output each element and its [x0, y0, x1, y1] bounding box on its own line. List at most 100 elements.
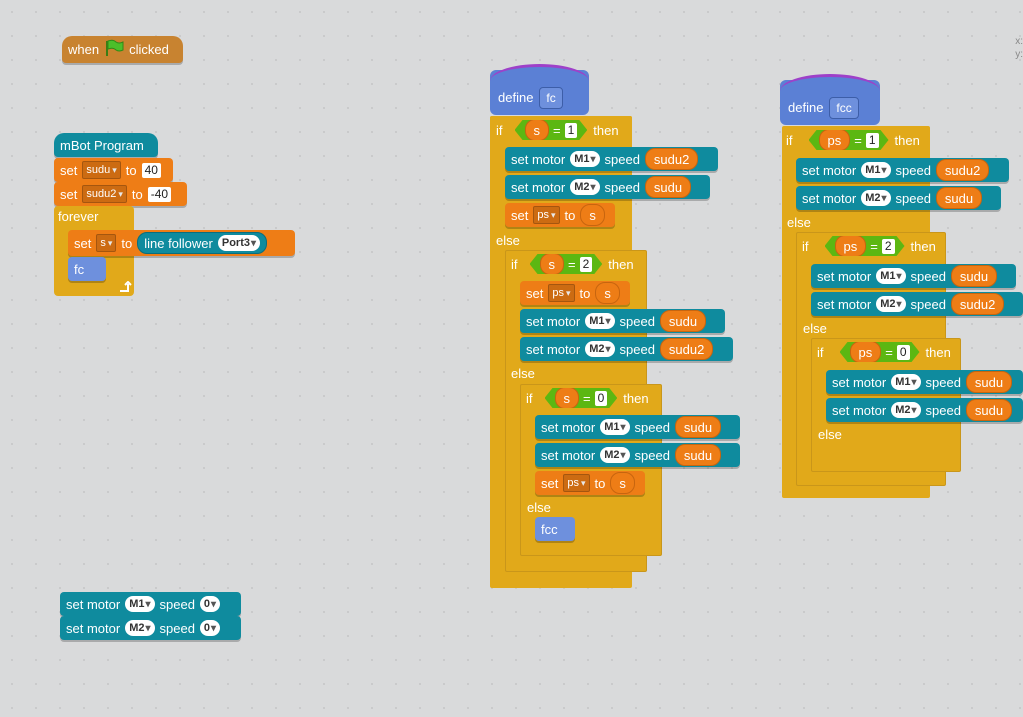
equals-label: =	[870, 238, 878, 254]
variable-s-reporter[interactable]: s	[580, 204, 605, 226]
set-motor-m1-sudu[interactable]: set motor M1 speed sudu	[811, 264, 1016, 288]
set-motor-m2-sudu[interactable]: set motor M2 speed sudu	[796, 186, 1001, 210]
variable-dropdown-ps[interactable]: ps	[563, 474, 590, 492]
set-motor-m1-sudu[interactable]: set motor M1 speed sudu	[520, 309, 725, 333]
variable-sudu-reporter[interactable]: sudu	[644, 176, 692, 198]
speed-label: speed	[895, 190, 931, 206]
if-row-fc-1: if s = 1 then	[496, 120, 619, 140]
set-sudu2-block[interactable]: set sudu2 to -40	[54, 182, 187, 206]
motor-dropdown[interactable]: M1	[125, 596, 155, 612]
speed-label: speed	[604, 179, 640, 195]
set-motor-label: set motor	[511, 179, 566, 195]
fc-label: fc	[74, 261, 85, 277]
motor-dropdown[interactable]: M2	[600, 447, 630, 463]
if-label: if	[786, 132, 793, 148]
mbot-program-hat[interactable]: mBot Program	[54, 133, 158, 157]
set-motor-m2-sudu[interactable]: set motor M2 speed sudu	[505, 175, 710, 199]
motor-dropdown[interactable]: M2	[876, 296, 906, 312]
variable-dropdown-sudu[interactable]: sudu	[82, 161, 121, 179]
then-label: then	[608, 256, 634, 272]
motor-dropdown[interactable]: M2	[891, 402, 921, 418]
variable-sudu-reporter[interactable]: sudu	[965, 399, 1013, 421]
motor-dropdown[interactable]: M1	[600, 419, 630, 435]
set-motor-m1-zero[interactable]: set motor M1 speed 0	[60, 592, 241, 616]
set-motor-label: set motor	[526, 313, 581, 329]
variable-dropdown-ps[interactable]: ps	[548, 284, 575, 302]
value-input-neg40[interactable]: -40	[147, 186, 172, 202]
set-motor-m1-sudu2[interactable]: set motor M1 speed sudu2	[796, 158, 1009, 182]
value-input-2[interactable]: 2	[882, 239, 895, 254]
set-motor-label: set motor	[832, 402, 887, 418]
define-fcc-hat[interactable]: define fcc	[780, 74, 880, 125]
value-input-0[interactable]: 0	[897, 345, 910, 360]
else-label: else	[803, 321, 827, 336]
set-motor-m1-sudu[interactable]: set motor M1 speed sudu	[535, 415, 740, 439]
equals-condition[interactable]: ps = 2	[825, 236, 905, 256]
value-input-0[interactable]: 0	[595, 391, 608, 406]
variable-sudu2-reporter[interactable]: sudu2	[644, 148, 699, 170]
to-label: to	[579, 285, 591, 301]
variable-s-reporter[interactable]: s	[525, 119, 550, 141]
variable-sudu-reporter[interactable]: sudu	[659, 310, 707, 332]
set-ps-to-s-block[interactable]: set ps to s	[535, 471, 645, 495]
set-motor-m1-sudu[interactable]: set motor M1 speed sudu	[826, 370, 1023, 394]
call-fc-block[interactable]: fc	[68, 257, 106, 281]
variable-sudu-reporter[interactable]: sudu	[674, 444, 722, 466]
set-motor-m2-sudu[interactable]: set motor M2 speed sudu	[826, 398, 1023, 422]
equals-condition[interactable]: s = 2	[530, 254, 603, 274]
value-input-1[interactable]: 1	[565, 123, 578, 138]
equals-condition[interactable]: ps = 0	[840, 342, 920, 362]
motor-dropdown[interactable]: M1	[861, 162, 891, 178]
motor-dropdown[interactable]: M2	[861, 190, 891, 206]
value-input-40[interactable]: 40	[141, 162, 161, 178]
define-fc-hat[interactable]: define fc	[490, 64, 589, 115]
line-follower-reporter[interactable]: line follower Port3	[137, 232, 268, 254]
motor-dropdown[interactable]: M1	[876, 268, 906, 284]
equals-condition[interactable]: ps = 1	[809, 130, 889, 150]
value-input-2[interactable]: 2	[580, 257, 593, 272]
variable-sudu-reporter[interactable]: sudu	[674, 416, 722, 438]
speed-dropdown[interactable]: 0	[199, 596, 221, 612]
variable-dropdown-sudu2[interactable]: sudu2	[82, 185, 127, 203]
call-fcc-block[interactable]: fcc	[535, 517, 575, 541]
set-motor-m1-sudu2[interactable]: set motor M1 speed sudu2	[505, 147, 718, 171]
variable-ps-reporter[interactable]: ps	[835, 235, 867, 257]
variable-sudu-reporter[interactable]: sudu	[950, 265, 998, 287]
equals-condition[interactable]: s = 0	[545, 388, 618, 408]
when-flag-clicked-hat[interactable]: when clicked	[62, 36, 183, 63]
variable-sudu2-reporter[interactable]: sudu2	[950, 293, 1005, 315]
if-row-fc-2: if s = 2 then	[511, 254, 634, 274]
set-sudu-block[interactable]: set sudu to 40	[54, 158, 173, 182]
set-ps-to-s-block[interactable]: set ps to s	[505, 203, 615, 227]
variable-s-reporter[interactable]: s	[595, 282, 620, 304]
variable-s-reporter[interactable]: s	[610, 472, 635, 494]
set-motor-m2-sudu[interactable]: set motor M2 speed sudu	[535, 443, 740, 467]
variable-dropdown-s[interactable]: s	[96, 234, 117, 252]
variable-dropdown-ps[interactable]: ps	[533, 206, 560, 224]
motor-dropdown[interactable]: M2	[125, 620, 155, 636]
set-motor-m2-sudu2[interactable]: set motor M2 speed sudu2	[811, 292, 1023, 316]
set-motor-m2-sudu2[interactable]: set motor M2 speed sudu2	[520, 337, 733, 361]
port-dropdown[interactable]: Port3	[217, 235, 261, 251]
variable-sudu-reporter[interactable]: sudu	[935, 187, 983, 209]
set-s-line-follower-block[interactable]: set s to line follower Port3	[68, 230, 295, 256]
value-input-1[interactable]: 1	[866, 133, 879, 148]
equals-condition[interactable]: s = 1	[515, 120, 588, 140]
speed-dropdown[interactable]: 0	[199, 620, 221, 636]
variable-sudu-reporter[interactable]: sudu	[965, 371, 1013, 393]
motor-dropdown[interactable]: M2	[570, 179, 600, 195]
variable-s-reporter[interactable]: s	[555, 387, 580, 409]
motor-dropdown[interactable]: M1	[570, 151, 600, 167]
variable-sudu2-reporter[interactable]: sudu2	[659, 338, 714, 360]
variable-s-reporter[interactable]: s	[540, 253, 565, 275]
else-label: else	[787, 215, 811, 230]
variable-ps-reporter[interactable]: ps	[819, 129, 851, 151]
motor-dropdown[interactable]: M1	[891, 374, 921, 390]
set-motor-label: set motor	[817, 268, 872, 284]
variable-ps-reporter[interactable]: ps	[850, 341, 882, 363]
motor-dropdown[interactable]: M2	[585, 341, 615, 357]
variable-sudu2-reporter[interactable]: sudu2	[935, 159, 990, 181]
set-motor-m2-zero[interactable]: set motor M2 speed 0	[60, 616, 241, 640]
set-ps-to-s-block[interactable]: set ps to s	[520, 281, 630, 305]
motor-dropdown[interactable]: M1	[585, 313, 615, 329]
